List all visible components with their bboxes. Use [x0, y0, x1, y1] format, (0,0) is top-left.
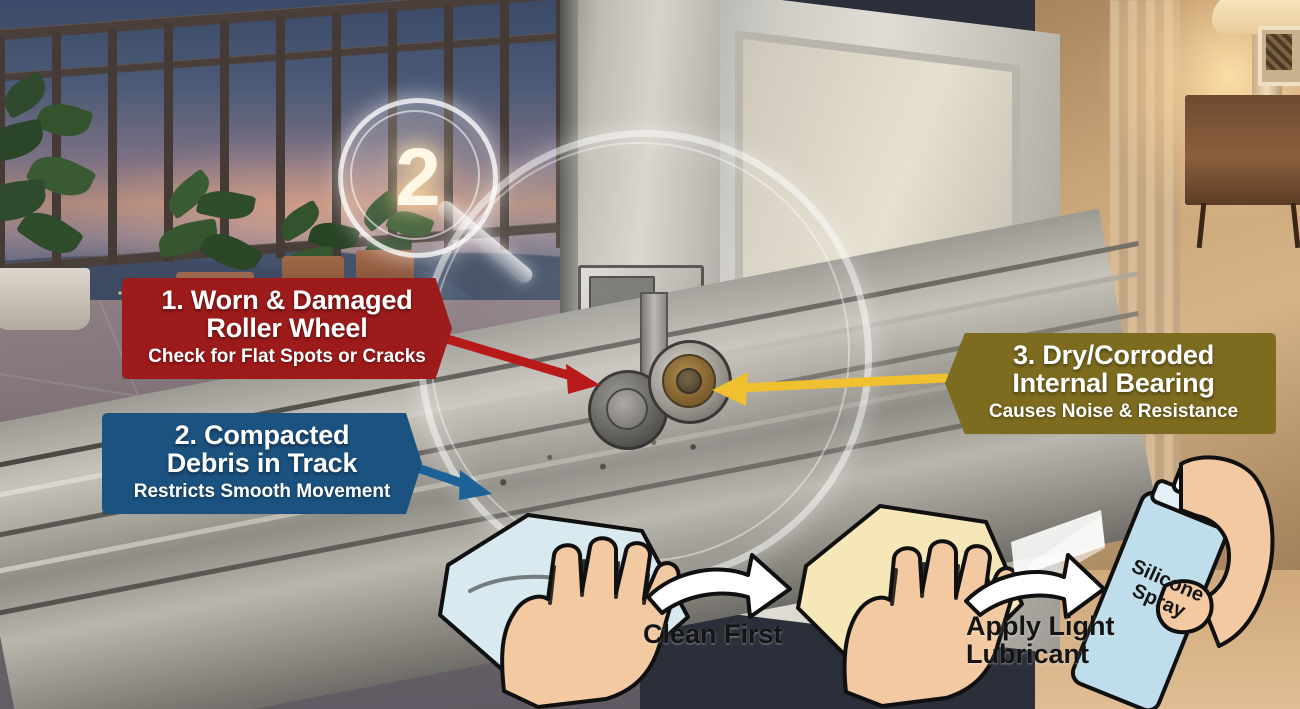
step-label-apply-lubricant: Apply Light Lubricant — [966, 612, 1114, 669]
hand — [500, 536, 681, 709]
callout-compacted-debris[interactable]: 2. Compacted Debris in Track Restricts S… — [102, 413, 422, 515]
callout-title-line2: Debris in Track — [166, 447, 358, 478]
callout-title-line1: 3. Dry/Corroded — [1012, 340, 1215, 370]
wooden-sideboard — [1185, 95, 1300, 249]
callout-subtitle: Causes Noise & Resistance — [988, 401, 1239, 423]
artwork-canvas — [1266, 34, 1292, 70]
plant-pot-left — [0, 268, 90, 330]
framed-artwork — [1258, 26, 1300, 86]
callout-title-line2: Roller Wheel — [206, 312, 368, 343]
lubricating-hand-illustration — [796, 504, 1024, 708]
callout-title-line2: Internal Bearing — [1012, 367, 1215, 398]
callout-title-line1: 2. Compacted — [174, 420, 350, 450]
spray-can-illustration — [1011, 455, 1275, 709]
apply-lubricant-line2: Lubricant — [966, 639, 1090, 670]
thumb — [1156, 579, 1214, 635]
process-arrow-clean-to-lube — [646, 553, 792, 619]
callout-worn-roller-wheel[interactable]: 1. Worn & Damaged Roller Wheel Check for… — [122, 278, 452, 380]
process-arrow-lube-to-spray — [964, 553, 1106, 619]
callout-dry-corroded-bearing[interactable]: 3. Dry/Corroded Internal Bearing Causes … — [945, 333, 1276, 435]
spray-mist-2 — [1027, 516, 1105, 588]
cleaning-hand-illustration — [438, 513, 690, 709]
step-label-clean-first: Clean First — [643, 619, 783, 649]
callout-subtitle: Check for Flat Spots or Cracks — [148, 346, 426, 368]
arrow-to-bearing — [712, 372, 950, 406]
hand — [842, 539, 1019, 708]
step-badge-inner-ring — [350, 110, 480, 240]
apply-lubricant-line1: Apply Light — [966, 611, 1115, 641]
clean-first-text: Clean First — [643, 619, 783, 649]
callout-subtitle: Restricts Smooth Movement — [133, 481, 391, 503]
callout-title-line1: 1. Worn & Damaged — [161, 285, 413, 315]
